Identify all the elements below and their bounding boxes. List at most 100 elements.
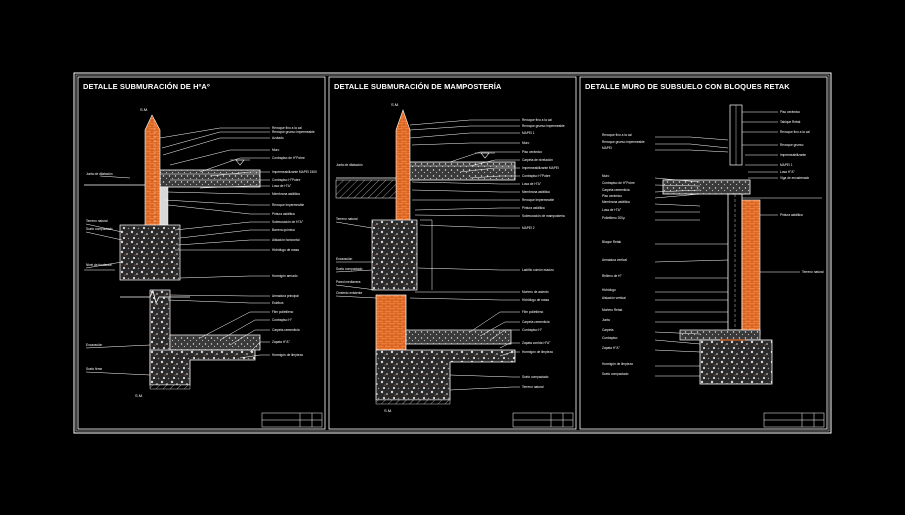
panel-frame-3	[579, 76, 828, 430]
svg-text:Revoque impermeable: Revoque impermeable	[522, 198, 554, 202]
svg-text:Revoque grueso impermeable: Revoque grueso impermeable	[272, 130, 315, 134]
svg-text:Suelo compactado: Suelo compactado	[336, 267, 363, 271]
svg-text:Terreno natural: Terreno natural	[522, 385, 544, 389]
panel-2-mark-bottom: S.M.	[384, 408, 392, 413]
svg-text:Hidrófugo: Hidrófugo	[602, 288, 616, 292]
svg-text:Junta de dilatación: Junta de dilatación	[336, 163, 363, 167]
svg-text:Revoque fino a la cal: Revoque fino a la cal	[522, 118, 552, 122]
svg-text:Contrapiso de H°Pobre: Contrapiso de H°Pobre	[272, 156, 305, 160]
svg-text:MAPEI: MAPEI	[602, 146, 612, 150]
panel-3-section	[662, 104, 822, 385]
svg-text:Barrera química: Barrera química	[272, 228, 295, 232]
panel-1-mark-top: S.M.	[140, 107, 148, 112]
panel-2-section	[335, 109, 516, 405]
svg-text:Cimiento existente: Cimiento existente	[336, 291, 362, 295]
svg-text:Film polietileno: Film polietileno	[522, 310, 543, 314]
svg-text:MAPEI 2: MAPEI 2	[522, 226, 535, 230]
svg-text:Suelo firme: Suelo firme	[86, 367, 102, 371]
svg-text:Losa de H°A°: Losa de H°A°	[522, 182, 542, 186]
panel-2-leaders	[335, 119, 520, 391]
svg-text:Terreno natural: Terreno natural	[336, 217, 358, 221]
svg-text:Impermeabilizante: Impermeabilizante	[780, 153, 806, 157]
svg-text:Hormigón armado: Hormigón armado	[272, 274, 298, 278]
svg-text:Carpeta cementicia: Carpeta cementicia	[522, 320, 550, 324]
svg-text:Revoque fino a la cal: Revoque fino a la cal	[272, 126, 302, 130]
svg-text:Membrana asfáltica: Membrana asfáltica	[522, 190, 550, 194]
title-block-3	[763, 412, 825, 428]
panel-3-leaders	[654, 111, 800, 377]
svg-text:Impermeabilizante MAPEI 1500: Impermeabilizante MAPEI 1500	[272, 170, 317, 174]
svg-text:Muro: Muro	[522, 141, 529, 145]
svg-text:Submuración de mampostería: Submuración de mampostería	[522, 214, 565, 218]
svg-text:Junta: Junta	[602, 318, 610, 322]
title-block-2	[512, 412, 574, 428]
svg-text:Armadura principal: Armadura principal	[272, 294, 299, 298]
svg-text:Mortero Retak: Mortero Retak	[602, 308, 623, 312]
svg-text:Zapata H°A°: Zapata H°A°	[272, 340, 291, 344]
svg-text:Hidrófugo de masa: Hidrófugo de masa	[272, 248, 299, 252]
svg-text:Revoque fino a la cal: Revoque fino a la cal	[780, 130, 810, 134]
svg-text:Membrana asfáltica: Membrana asfáltica	[602, 200, 630, 204]
svg-text:Hormigón de limpieza: Hormigón de limpieza	[522, 350, 553, 354]
svg-text:Carpeta cementicia: Carpeta cementicia	[602, 188, 630, 192]
svg-text:Losa de H°A°: Losa de H°A°	[602, 208, 622, 212]
svg-text:Terreno natural: Terreno natural	[802, 270, 824, 274]
svg-text:Impermeabilizante MAPEI: Impermeabilizante MAPEI	[522, 166, 559, 170]
panel-frame-1	[77, 76, 326, 430]
sheet-frame-inner	[75, 74, 830, 432]
panel-2-title: DETALLE SUBMURACIÓN DE MAMPOSTERÍA	[334, 82, 502, 91]
svg-text:Carpeta cementicia: Carpeta cementicia	[272, 328, 300, 332]
svg-text:Polietileno 200µ: Polietileno 200µ	[602, 216, 625, 220]
panel-2-annotations: Revoque fino a la cal Revoque grueso imp…	[336, 118, 565, 389]
panel-3-annotations: Piso cerámico Tabique Retak Revoque fino…	[602, 110, 824, 376]
svg-text:Azotado: Azotado	[272, 136, 284, 140]
svg-text:Pared medianera: Pared medianera	[336, 280, 361, 284]
svg-text:Pintura asfáltica: Pintura asfáltica	[272, 212, 295, 216]
svg-text:Losa de H°A°: Losa de H°A°	[272, 184, 292, 188]
svg-text:Contrapiso: Contrapiso	[602, 336, 618, 340]
svg-text:Film polietileno: Film polietileno	[272, 310, 293, 314]
panel-3-title: DETALLE MURO DE SUBSUELO CON BLOQUES RET…	[585, 82, 790, 91]
svg-text:Suelo compactado: Suelo compactado	[86, 227, 113, 231]
title-block-1	[261, 412, 323, 428]
svg-text:Contrapiso H°Pobre: Contrapiso H°Pobre	[522, 174, 551, 178]
panel-1-title: DETALLE SUBMURACIÓN DE HºAº	[83, 82, 210, 91]
svg-text:MAPEI 1: MAPEI 1	[780, 163, 793, 167]
svg-text:Revoque impermeable: Revoque impermeable	[272, 203, 304, 207]
svg-text:Tabique Retak: Tabique Retak	[780, 120, 801, 124]
svg-text:Contrapiso H°: Contrapiso H°	[272, 318, 293, 322]
svg-text:Excavación: Excavación	[86, 343, 103, 347]
svg-text:Bloque Retak: Bloque Retak	[602, 240, 622, 244]
svg-text:Zapata corrida H°A°: Zapata corrida H°A°	[522, 341, 551, 345]
svg-text:Pintura asfáltica: Pintura asfáltica	[780, 213, 803, 217]
svg-text:Aislación vertical: Aislación vertical	[602, 296, 626, 300]
svg-text:Suelo compactado: Suelo compactado	[602, 372, 629, 376]
svg-text:Muro: Muro	[272, 148, 279, 152]
svg-text:Piso cerámico: Piso cerámico	[780, 110, 800, 114]
svg-text:Estribos: Estribos	[272, 301, 284, 305]
svg-text:Suelo compactado: Suelo compactado	[522, 375, 549, 379]
svg-text:Carpeta: Carpeta	[602, 328, 614, 332]
svg-text:Contrapiso de H°Pobre: Contrapiso de H°Pobre	[602, 181, 635, 185]
svg-text:Excavación: Excavación	[336, 257, 353, 261]
panel-frame-2	[328, 76, 577, 430]
svg-text:Hidrófugo de masa: Hidrófugo de masa	[522, 298, 549, 302]
svg-text:Membrana asfáltica: Membrana asfáltica	[272, 192, 300, 196]
svg-text:MAPEI 1: MAPEI 1	[522, 131, 535, 135]
panel-1-leaders	[85, 127, 270, 376]
svg-text:Submuración de H°A°: Submuración de H°A°	[272, 220, 304, 224]
svg-text:Terreno natural: Terreno natural	[86, 219, 108, 223]
svg-text:Contrapiso H°Pobre: Contrapiso H°Pobre	[272, 178, 301, 182]
svg-text:Piso cerámico: Piso cerámico	[602, 194, 622, 198]
svg-text:Viga de encadenado: Viga de encadenado	[780, 176, 809, 180]
svg-text:Revoque grueso: Revoque grueso	[780, 143, 804, 147]
svg-text:Revoque grueso impermeable: Revoque grueso impermeable	[602, 140, 645, 144]
svg-text:Muro: Muro	[602, 174, 609, 178]
svg-text:Hormigón de limpieza: Hormigón de limpieza	[272, 353, 303, 357]
svg-text:Aislación horizontal: Aislación horizontal	[272, 238, 300, 242]
svg-text:Contrapiso H°: Contrapiso H°	[522, 328, 543, 332]
panel-1-annotations: Revoque fino a la cal Revoque grueso imp…	[86, 126, 317, 371]
svg-text:Carpeta de nivelación: Carpeta de nivelación	[522, 158, 553, 162]
